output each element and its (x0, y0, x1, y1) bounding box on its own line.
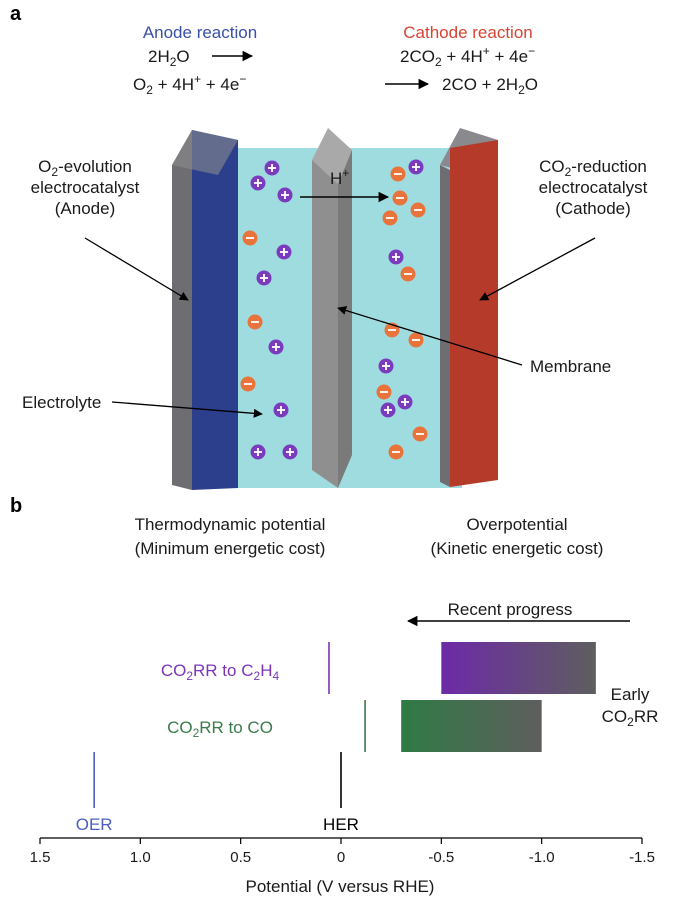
cation-ion (250, 444, 266, 460)
anion-ion (382, 210, 398, 226)
anion-ion (247, 314, 263, 330)
thermo-title-line1: Thermodynamic potential (135, 515, 326, 534)
anode-reaction-title: Anode reaction (143, 23, 257, 42)
electrolyte-arrow (111, 401, 263, 418)
cathode-reaction-title: Cathode reaction (403, 23, 532, 42)
x-axis-label: Potential (V versus RHE) (246, 877, 435, 896)
x-tick-label: 1.5 (30, 849, 51, 866)
potential-chart: 1.5 1.0 0.5 0 -0.5 -1.0 -1.5 OER HER (30, 642, 655, 866)
anode-catalyst-label-line1: O2-evolution (38, 157, 132, 179)
membrane-plate (312, 128, 352, 488)
anion-ion (390, 166, 406, 182)
anode-catalyst-arrow (84, 237, 189, 301)
anion-ion (410, 202, 426, 218)
cation-ion (397, 394, 413, 410)
anion-ion (392, 190, 408, 206)
series-label-co: CO2RR to CO (167, 718, 273, 740)
early-label-line1: Early (611, 685, 650, 704)
series-label-c2h4: CO2RR to C2H4 (161, 661, 280, 683)
panel-b-letter: b (10, 495, 22, 517)
anode-catalyst-label-line2: electrocatalyst (31, 178, 140, 197)
x-tick-label: 0 (337, 849, 345, 866)
anion-ion (400, 266, 416, 282)
early-label-line2: CO2RR (602, 707, 659, 729)
cation-ion (273, 402, 289, 418)
cathode-catalyst-label-line2: electrocatalyst (539, 178, 648, 197)
x-tick-label: 0.5 (230, 849, 251, 866)
cathode-equation-line2: 2CO + 2H2O (442, 75, 538, 97)
cathode-catalyst-arrow (479, 237, 596, 301)
over-title-line2: (Kinetic energetic cost) (431, 539, 604, 558)
recent-progress-label: Recent progress (448, 600, 573, 619)
cation-ion (276, 244, 292, 260)
x-tick-label: -1.5 (629, 849, 655, 866)
cathode-plate (440, 128, 498, 487)
overpotential-bar (401, 700, 542, 752)
cation-ion (388, 249, 404, 265)
thermo-title-line2: (Minimum energetic cost) (135, 539, 326, 558)
anode-equation-line1: 2H2O (148, 47, 190, 69)
anion-ion (388, 444, 404, 460)
cation-ion (264, 160, 280, 176)
cation-ion (268, 339, 284, 355)
cation-ion (378, 358, 394, 374)
cation-ion (282, 444, 298, 460)
over-title-line1: Overpotential (466, 515, 567, 534)
marker-label: OER (76, 815, 113, 834)
cathode-catalyst-label-line3: (Cathode) (555, 199, 631, 218)
x-tick-label: 1.0 (130, 849, 151, 866)
anion-ion (412, 426, 428, 442)
cation-ion (380, 402, 396, 418)
marker-label: HER (323, 815, 359, 834)
electrolyte-label: Electrolyte (22, 393, 101, 412)
panel-a-letter: a (10, 3, 22, 25)
anion-ion (376, 384, 392, 400)
membrane-arrow (337, 306, 523, 366)
cathode-equation-line1: 2CO2 + 4H+ + 4e− (400, 44, 535, 69)
cathode-catalyst-label-line1: CO2-reduction (539, 157, 647, 179)
anode-equation-line2: O2 + 4H+ + 4e− (133, 72, 246, 97)
membrane-label: Membrane (530, 357, 611, 376)
x-tick-label: -0.5 (428, 849, 454, 866)
cation-ion (277, 187, 293, 203)
anion-ion (240, 376, 256, 392)
overpotential-bar (441, 642, 596, 694)
cation-ion (250, 175, 266, 191)
cation-ion (408, 159, 424, 175)
anode-plate (172, 130, 238, 490)
x-tick-label: -1.0 (529, 849, 555, 866)
ion-particles (240, 159, 428, 460)
anion-ion (242, 230, 258, 246)
anion-ion (408, 332, 424, 348)
cation-ion (256, 270, 272, 286)
anode-catalyst-label-line3: (Anode) (55, 199, 115, 218)
